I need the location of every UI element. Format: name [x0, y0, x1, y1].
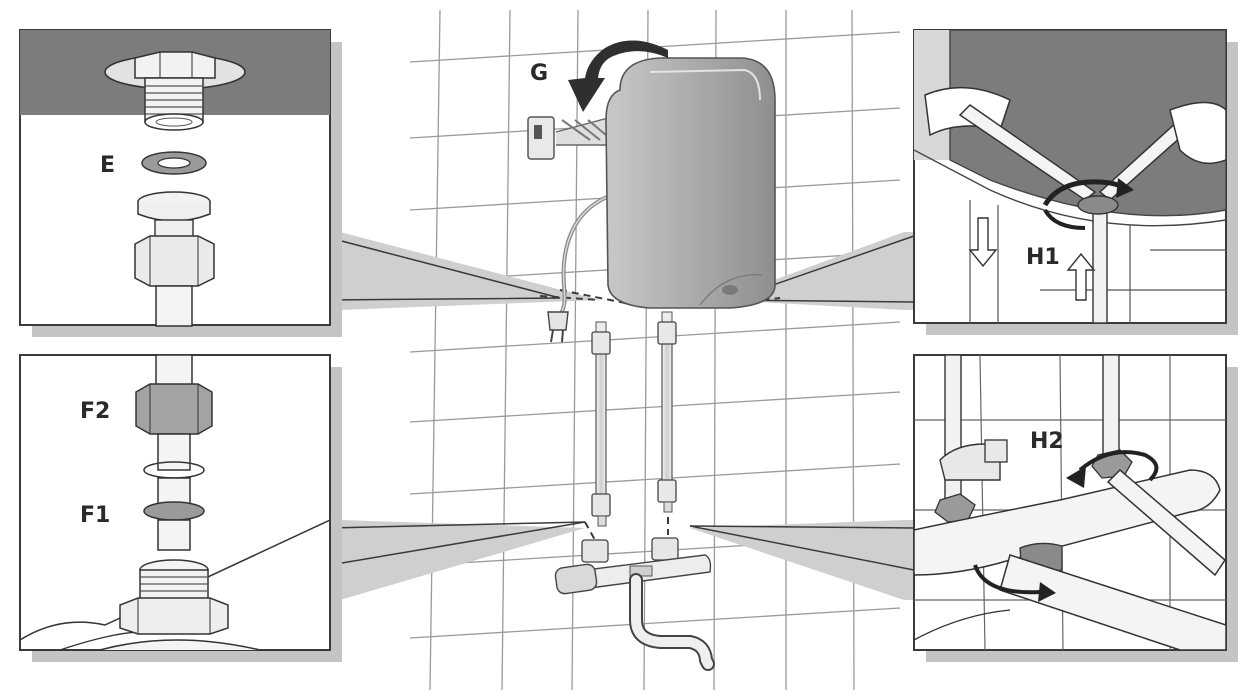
curved-arrow-icon	[568, 40, 668, 112]
flexible-hoses	[591, 311, 677, 527]
label-H2: H2	[1030, 429, 1064, 454]
label-E: E	[100, 153, 115, 178]
panel-bottom-left: F2 F1	[19, 354, 331, 651]
panel-top-right: H1	[913, 29, 1227, 324]
panel-bottom-right: H2	[913, 354, 1227, 651]
arrow-up-icon	[1066, 252, 1096, 301]
label-H1: H1	[1026, 245, 1060, 270]
hose-connector-top	[134, 191, 215, 327]
label-F1: F1	[80, 503, 110, 528]
wall-bracket	[527, 116, 609, 160]
callout-wedges	[329, 232, 915, 600]
mixer-tap	[554, 537, 715, 671]
plug-icon	[547, 311, 569, 343]
wrench-icon	[958, 104, 1097, 201]
label-G: G	[530, 61, 548, 86]
panel-top-left: E	[19, 29, 331, 327]
gasket-E	[141, 151, 207, 175]
label-F2: F2	[80, 399, 110, 424]
power-cable-light	[559, 194, 613, 316]
arrow-down-icon	[968, 217, 998, 268]
water-heater	[605, 57, 776, 309]
